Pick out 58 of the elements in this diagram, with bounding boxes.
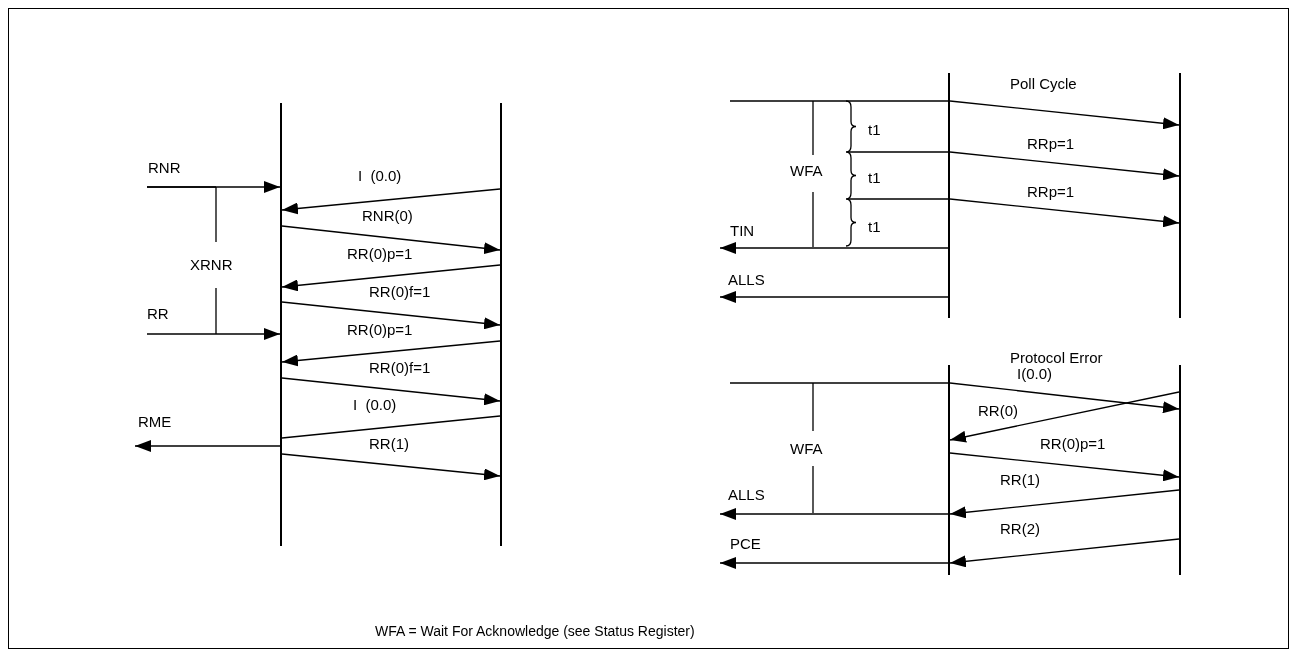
edge-label: RR(0)f=1	[369, 284, 431, 300]
message-arrow	[281, 301, 501, 330]
message-arrow	[949, 151, 1180, 181]
bracket-label: XRNR	[190, 257, 233, 273]
message-arrow	[281, 264, 501, 292]
message-arrow	[281, 188, 501, 215]
message-arrow	[949, 538, 1180, 568]
message-arrow	[949, 452, 1180, 482]
edge-label: RRp=1	[1027, 136, 1075, 152]
message-arrow	[949, 489, 1180, 519]
message-arrow	[719, 508, 949, 520]
bracket-label: WFA	[790, 163, 823, 179]
lifeline	[948, 365, 950, 575]
timer-label: t1	[868, 122, 881, 138]
timer-label: t1	[868, 170, 881, 186]
edge-label: RNR	[148, 160, 181, 176]
message-arrow	[281, 453, 501, 481]
message-arrow	[719, 291, 949, 303]
lifeline	[280, 103, 282, 546]
timer-label: t1	[868, 219, 881, 235]
message-arrow	[281, 225, 501, 255]
lifeline	[500, 103, 502, 546]
message-arrow	[949, 100, 1180, 130]
edge-label: RR(1)	[1000, 472, 1040, 488]
edge-label: RRp=1	[1027, 184, 1075, 200]
edge-label: I (0.0)	[358, 168, 402, 184]
edge-label: I (0.0)	[353, 397, 397, 413]
edge-label: PCE	[730, 536, 761, 552]
edge-label: RR(0)f=1	[369, 360, 431, 376]
message-arrow	[281, 340, 501, 367]
edge-label: RNR(0)	[362, 208, 413, 224]
lifeline	[1179, 365, 1181, 575]
edge-label: RR	[147, 306, 169, 322]
edge-label: RR(1)	[369, 436, 409, 452]
section-heading: Protocol Error	[1010, 350, 1103, 366]
edge-label: RME	[138, 414, 172, 430]
edge-label: I(0.0)	[1017, 366, 1052, 382]
message-arrow	[134, 440, 281, 452]
edge-label: RR(0)p=1	[347, 246, 413, 262]
message-arrow	[949, 198, 1180, 228]
edge-label: TIN	[730, 223, 755, 239]
message-arrow	[146, 328, 281, 340]
lifeline	[948, 73, 950, 318]
footnote: WFA = Wait For Acknowledge (see Status Register)	[375, 623, 695, 639]
message-arrow	[719, 242, 949, 254]
edge-label: RR(0)p=1	[347, 322, 413, 338]
message-arrow	[949, 391, 1180, 443]
edge-label: Poll Cycle	[1010, 76, 1077, 92]
edge-label: ALLS	[728, 272, 765, 288]
edge-label: RR(2)	[1000, 521, 1040, 537]
lifeline	[1179, 73, 1181, 318]
message-arrow	[949, 382, 1180, 414]
edge-label: RR(0)	[978, 403, 1018, 419]
message-arrow	[281, 377, 501, 406]
edge-label: RR(0)p=1	[1040, 436, 1106, 452]
bracket-label: WFA	[790, 441, 823, 457]
message-arrow	[719, 557, 949, 569]
edge-label: ALLS	[728, 487, 765, 503]
